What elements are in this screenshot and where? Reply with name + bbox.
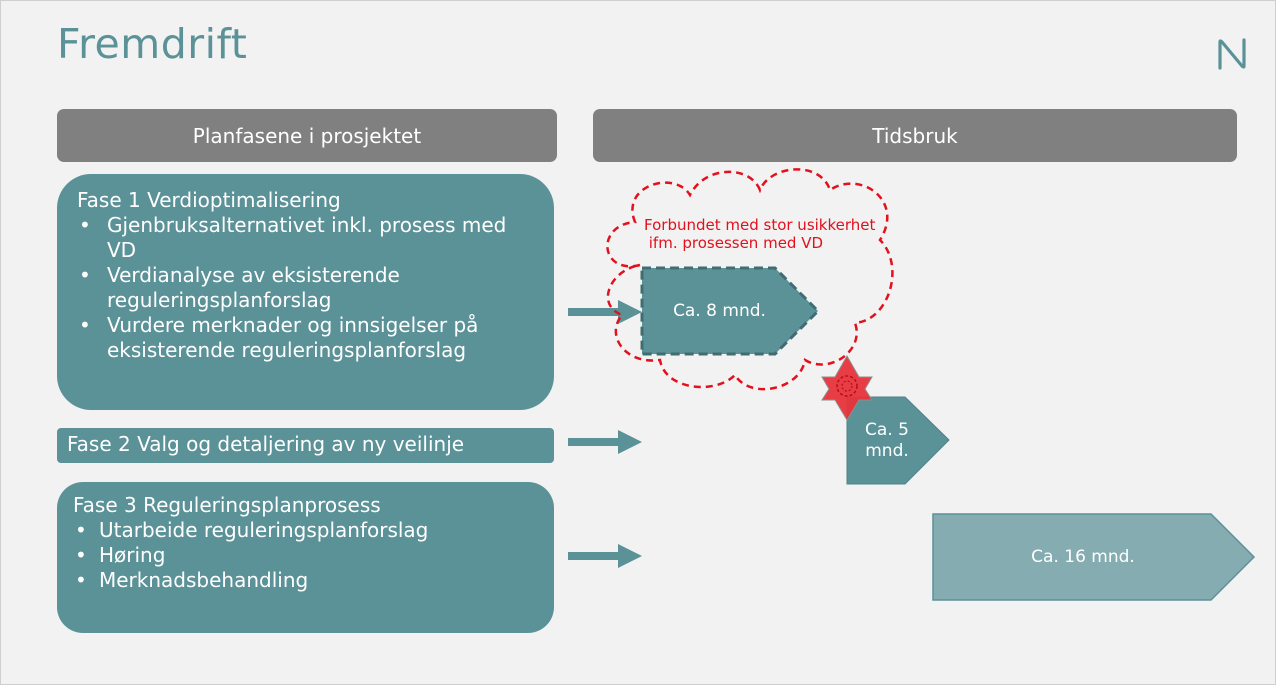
phase-3-bullet: Merknadsbehandling xyxy=(73,568,538,593)
duration-5-shape xyxy=(846,396,950,485)
phase-3-bullet: Utarbeide reguleringsplanforslag xyxy=(73,518,538,543)
header-planfaser: Planfasene i prosjektet xyxy=(57,109,557,162)
uncertainty-note: Forbundet med stor usikkerhet ifm. prose… xyxy=(644,216,876,252)
phase-2-box: Fase 2 Valg og detaljering av ny veilinj… xyxy=(57,428,554,463)
header-tidsbruk-label: Tidsbruk xyxy=(872,123,958,148)
phase-1-bullet-list: Gjenbruksalternativet inkl. prosess med … xyxy=(77,213,534,363)
phase-3-title: Fase 3 Reguleringsplanprosess xyxy=(73,493,381,517)
phase-1-bullet: Vurdere merknader og innsigelser på eksi… xyxy=(77,313,534,363)
duration-8-label: Ca. 8 mnd. xyxy=(673,301,766,321)
uncertainty-cloud-shape xyxy=(606,168,894,391)
phase-3-bullet: Høring xyxy=(73,543,538,568)
phase-2-arrow-icon xyxy=(568,430,642,454)
phase-3-bullet-list: Utarbeide reguleringsplanforslag Høring … xyxy=(73,518,538,593)
duration-5-label: Ca. 5 mnd. xyxy=(865,420,909,461)
phase-1-title: Fase 1 Verdioptimalisering xyxy=(77,188,341,212)
phase-2-title: Fase 2 Valg og detaljering av ny veilinj… xyxy=(67,432,465,456)
phase-1-bullet: Verdianalyse av eksisterende regulerings… xyxy=(77,263,534,313)
phase-1-box: Fase 1 Verdioptimalisering Gjenbruksalte… xyxy=(57,174,554,410)
header-planfaser-label: Planfasene i prosjektet xyxy=(192,123,422,148)
duration-8-shape xyxy=(640,266,821,356)
phase-1-bullet: Gjenbruksalternativet inkl. prosess med … xyxy=(77,213,534,263)
header-tidsbruk: Tidsbruk xyxy=(593,109,1237,162)
duration-16-shape xyxy=(932,513,1256,601)
slide-title: Fremdrift xyxy=(57,20,248,68)
risk-star-icon xyxy=(821,354,873,421)
phase-1-arrow-icon xyxy=(568,300,642,324)
phase-3-arrow-icon xyxy=(568,544,642,568)
phase-3-box: Fase 3 Reguleringsplanprosess Utarbeide … xyxy=(57,482,554,633)
duration-16-label: Ca. 16 mnd. xyxy=(1031,547,1135,567)
nye-veier-logo-icon xyxy=(1218,38,1246,70)
